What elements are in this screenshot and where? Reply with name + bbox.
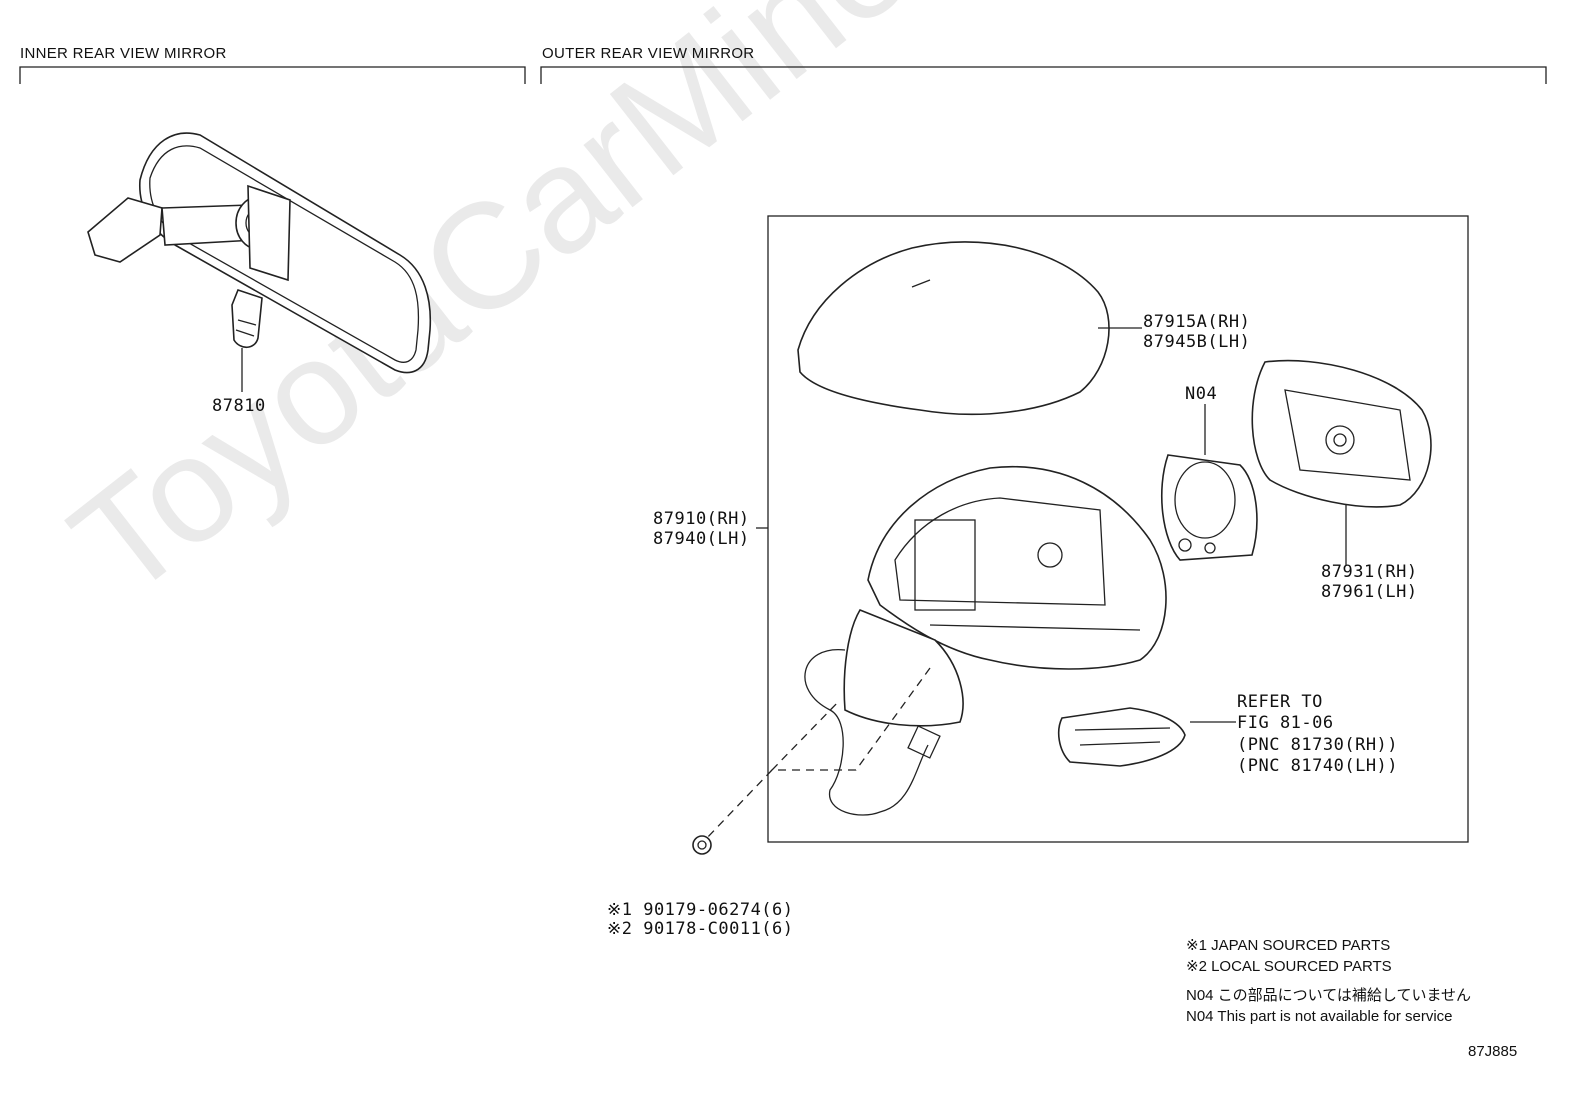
mirror-cover-drawing <box>797 241 1142 416</box>
refer-pnc-rh[interactable]: (PNC 81730(RH)) <box>1237 735 1399 755</box>
note-n04-japanese: N04 この部品については補給していません <box>1186 987 1472 1004</box>
note-japan-sourced: ※1 JAPAN SOURCED PARTS <box>1186 937 1391 954</box>
part-label-screw-2[interactable]: ※2 90178-C0011(6) <box>607 919 794 939</box>
outer-mirror-box <box>767 215 1469 843</box>
part-label-inner-mirror[interactable]: 87810 <box>212 396 266 416</box>
note-local-sourced: ※2 LOCAL SOURCED PARTS <box>1186 958 1392 975</box>
note-n04-english: N04 This part is not available for servi… <box>1186 1008 1453 1025</box>
refer-fig-link[interactable]: FIG 81-06 <box>1237 713 1334 733</box>
part-label-assy-rh[interactable]: 87910(RH) <box>653 509 750 529</box>
part-label-glass-lh[interactable]: 87961(LH) <box>1321 582 1418 602</box>
screw-drawing <box>692 835 712 855</box>
inner-section-title: INNER REAR VIEW MIRROR <box>20 45 227 62</box>
mirror-glass-drawing <box>1251 359 1432 565</box>
part-label-cover-rh[interactable]: 87915A(RH) <box>1143 312 1251 332</box>
turn-signal-drawing <box>1057 707 1236 767</box>
outer-section-bracket <box>540 66 1547 84</box>
refer-pnc-lh[interactable]: (PNC 81740(LH)) <box>1237 756 1399 776</box>
outer-section-title: OUTER REAR VIEW MIRROR <box>542 45 755 62</box>
part-label-n04[interactable]: N04 <box>1185 384 1218 404</box>
part-label-cover-lh[interactable]: 87945B(LH) <box>1143 332 1251 352</box>
part-label-screw-1[interactable]: ※1 90179-06274(6) <box>607 900 794 920</box>
part-label-assy-lh[interactable]: 87940(LH) <box>653 529 750 549</box>
mirror-body-drawing <box>704 466 1167 841</box>
part-label-glass-rh[interactable]: 87931(RH) <box>1321 562 1418 582</box>
inner-mirror-drawing <box>87 132 432 392</box>
refer-to-label: REFER TO <box>1237 692 1323 712</box>
inner-section-bracket <box>19 66 526 84</box>
mirror-motor-drawing <box>1160 404 1258 561</box>
figure-code: 87J885 <box>1468 1043 1518 1060</box>
